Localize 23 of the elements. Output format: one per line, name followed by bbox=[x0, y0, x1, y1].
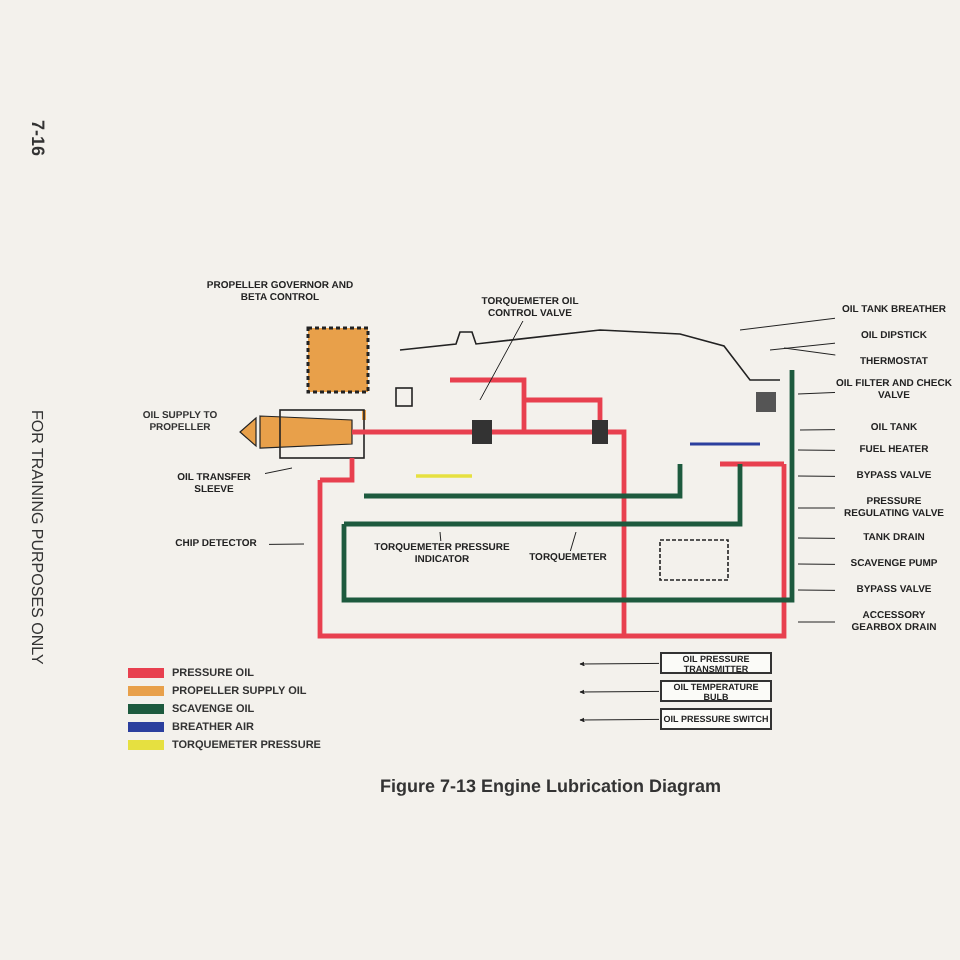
arrow bbox=[579, 717, 660, 723]
leader-line bbox=[797, 621, 836, 623]
arrow bbox=[579, 689, 660, 695]
leader-line bbox=[797, 589, 836, 591]
arrow bbox=[579, 661, 660, 667]
page-note: FOR TRAINING PURPOSES ONLY bbox=[28, 410, 46, 665]
leader-line bbox=[797, 563, 836, 565]
leader-line bbox=[769, 342, 836, 351]
figure-caption: Figure 7-13 Engine Lubrication Diagram bbox=[380, 776, 722, 796]
leader-line bbox=[797, 449, 836, 451]
leader-line bbox=[797, 475, 836, 477]
leader-line bbox=[264, 467, 293, 475]
leader-line bbox=[739, 317, 836, 331]
page-number: 7-16 bbox=[28, 120, 48, 157]
leader-line bbox=[268, 543, 305, 545]
leader-line bbox=[799, 429, 836, 431]
leader-line bbox=[439, 531, 442, 542]
leader-line bbox=[479, 320, 524, 401]
leader-line bbox=[797, 507, 836, 509]
leader-line bbox=[783, 347, 836, 356]
leader-line bbox=[797, 537, 836, 539]
leader-line bbox=[569, 531, 577, 552]
leader-line bbox=[797, 391, 836, 395]
